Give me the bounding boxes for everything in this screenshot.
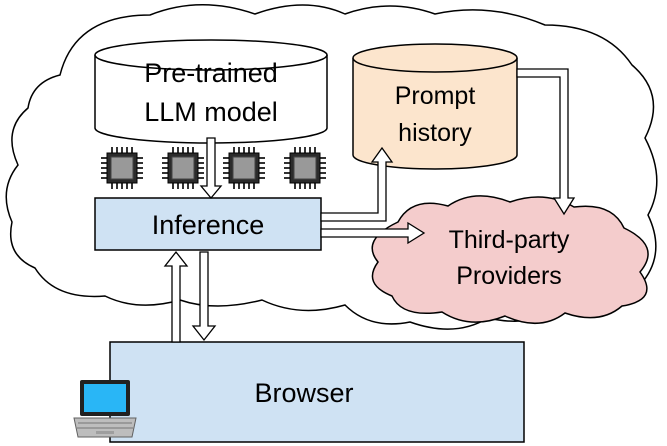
prompt-history-label-line1: Prompt [395,82,476,110]
arrow-inference-to-browser [191,251,217,342]
processor-chip-icon [284,147,326,189]
processor-chip-icon [101,147,143,189]
prompt-history-label-line2: history [398,119,472,147]
browser-label: Browser [254,378,353,408]
laptop-icon [73,380,137,438]
browser-box: Browser [109,341,525,443]
prompt-history-cylinder: Prompt history [352,43,518,170]
third-party-providers-cloud: Third-party Providers [371,195,649,325]
arrow-browser-to-inference [163,250,189,343]
inference-box: Inference [94,197,322,251]
arrow-model-to-inference [199,137,223,200]
third-party-label-line2: Providers [456,262,562,290]
arrows [163,68,576,343]
processor-chip-icon [223,147,265,189]
processor-chip-icon [162,147,204,189]
arrow-prompt-history-to-third-party [516,68,576,216]
third-party-label-line1: Third-party [449,226,570,254]
arrow-inference-to-third-party [320,221,426,245]
processor-chips [101,147,326,189]
inference-label: Inference [152,210,265,240]
llm-model-cylinder: Pre-trained LLM model [94,39,328,144]
llm-model-label-line2: LLM model [144,97,278,127]
llm-model-label-line1: Pre-trained [144,58,278,88]
arrow-inference-to-prompt-history [320,146,394,222]
